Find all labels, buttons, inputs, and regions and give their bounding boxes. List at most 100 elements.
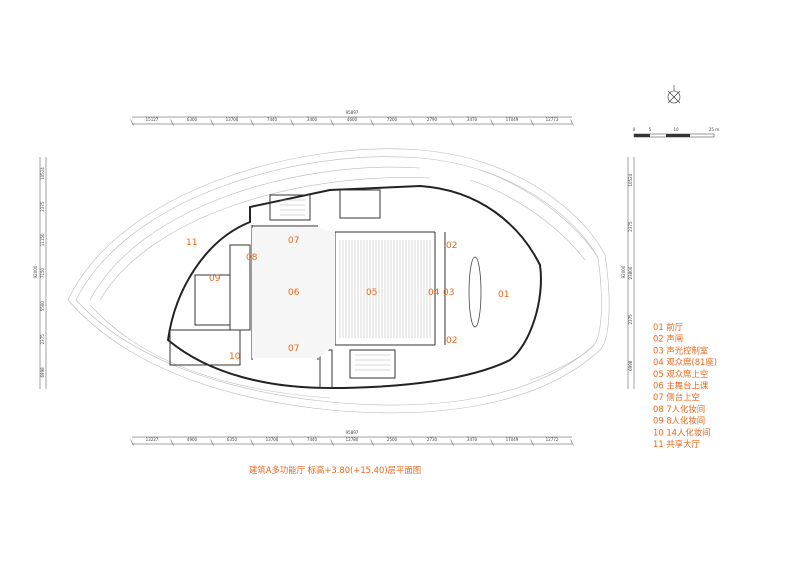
- dimension-segment: 3470: [467, 117, 478, 122]
- dimension-segment: 7200: [387, 117, 398, 122]
- scale-tick-5: 5: [649, 127, 652, 132]
- legend-item-06: 06 主舞台上课: [653, 381, 709, 391]
- plan-label-01: 01: [498, 290, 509, 300]
- plan-label-10: 10: [229, 352, 241, 362]
- dimension-segment: 6350: [227, 437, 238, 442]
- legend-item-02: 02 声闸: [653, 334, 683, 344]
- dimension-segment: 5500: [40, 301, 45, 312]
- dimension-segment: 13700: [266, 437, 279, 442]
- dimension-segment: 2790: [427, 117, 438, 122]
- dimension-segment: 2375: [40, 334, 45, 345]
- dimension-segment: 2375: [628, 221, 633, 232]
- left-dimension-segments: 10524 2375 11150 7150 5500 2375 6998: [40, 167, 45, 378]
- top-total-dimension: 95897: [346, 110, 359, 115]
- dimension-tick: [570, 119, 574, 126]
- dimension-segment: 6998: [40, 367, 45, 378]
- dimension-lines: [39, 116, 635, 445]
- plan-label-09: 09: [209, 274, 221, 284]
- legend-item-04: 04 观众席(81座): [653, 357, 717, 367]
- plan-label-04: 04: [428, 288, 440, 298]
- scale-tick-10: 10: [673, 127, 679, 132]
- legend-item-11: 11 共享大厅: [653, 439, 700, 449]
- scale-tick-0: 0: [633, 127, 636, 132]
- dimension-tick: [450, 119, 454, 126]
- dimension-segment: 2500: [387, 437, 398, 442]
- right-dimension-segments: 10524 2375 23800 2375 6998: [628, 173, 633, 371]
- dimension-tick: [330, 439, 334, 446]
- dimension-segment: 11150: [40, 233, 45, 246]
- dimension-tick: [130, 439, 134, 446]
- bottom-dimension-segments: 13227 4900 6350 13700 7440 12780 2500 2730 3470 1…: [146, 437, 559, 442]
- dimension-segment: 3470: [467, 437, 478, 442]
- dimension-tick: [290, 119, 294, 126]
- dimension-segment: 4900: [187, 437, 198, 442]
- dimension-segment: 12780: [346, 437, 359, 442]
- drawing-caption: 建筑A多功能厅 标高+3.80(+15.40)层平面图: [249, 465, 421, 475]
- dimension-segment: 3400: [307, 117, 318, 122]
- dimension-segment: 12773: [546, 117, 559, 122]
- dimension-segment: 10524: [40, 167, 45, 180]
- dimension-segment: 2375: [40, 201, 45, 212]
- dimension-tick: [370, 439, 374, 446]
- legend-item-09: 09 8人化妆间: [653, 416, 705, 426]
- legend-item-01: 01 前厅: [653, 322, 683, 332]
- dimension-tick: [410, 439, 414, 446]
- plan-label-06: 06: [288, 288, 300, 298]
- dimension-segment: 6300: [187, 117, 198, 122]
- dimension-tick: [410, 119, 414, 126]
- building-walls: [166, 184, 542, 390]
- dimension-segment: 6998: [628, 360, 633, 371]
- outer-shell: [67, 148, 610, 414]
- dimension-segment: 2730: [427, 437, 438, 442]
- dimension-tick: [370, 119, 374, 126]
- legend-item-07: 07 侧台上空: [653, 392, 700, 402]
- dimension-segment: 13227: [146, 437, 159, 442]
- stage-area: [252, 228, 335, 358]
- dimension-segment: 2375: [628, 314, 633, 325]
- plan-label-07-bottom: 07: [288, 344, 299, 354]
- bottom-total-dimension: 95897: [346, 430, 359, 435]
- dimension-tick: [570, 439, 574, 446]
- plan-label-11: 11: [186, 238, 197, 248]
- legend-item-03: 03 声光控制室: [653, 345, 708, 355]
- plan-label-03: 03: [443, 288, 454, 298]
- top-dimension-segments: 15127 6300 13700 7440 3400 4600 7200 2790 3470 17…: [146, 117, 559, 122]
- legend-item-10: 10 14人化妆间: [653, 427, 710, 437]
- north-arrow-icon: [667, 85, 681, 104]
- dimension-segment: 13700: [226, 117, 239, 122]
- dimension-segment: 4600: [347, 117, 358, 122]
- dimension-tick: [170, 119, 174, 126]
- dimension-tick: [490, 439, 494, 446]
- plan-label-07-top: 07: [288, 236, 299, 246]
- right-total-dimension: 92000: [621, 265, 626, 278]
- dimension-segment: 7150: [40, 267, 45, 278]
- left-total-dimension: 92000: [33, 265, 38, 278]
- dimension-segment: 10524: [628, 173, 633, 186]
- dimension-segment: 7440: [267, 117, 278, 122]
- dimension-tick: [530, 119, 534, 126]
- plan-label-08: 08: [246, 253, 258, 263]
- plan-label-05: 05: [366, 288, 377, 298]
- dimension-tick: [210, 439, 214, 446]
- dimension-segment: 17049: [506, 117, 519, 122]
- dimension-tick: [130, 119, 134, 126]
- dimension-tick: [250, 119, 254, 126]
- scale-bar: 0 5 10 25 m: [633, 127, 719, 138]
- dimension-tick: [450, 439, 454, 446]
- dimension-segment: 7440: [307, 437, 318, 442]
- plan-label-02-bottom: 02: [446, 336, 457, 346]
- dimension-tick: [290, 439, 294, 446]
- dimension-segment: 17049: [506, 437, 519, 442]
- legend-item-08: 08 7人化妆间: [653, 404, 705, 414]
- dimension-tick: [250, 439, 254, 446]
- dimension-segment: 12772: [546, 437, 559, 442]
- plan-label-02-top: 02: [446, 241, 457, 251]
- stair-cores: [280, 199, 482, 371]
- dimension-segment: 15127: [146, 117, 159, 122]
- dimension-segment: 23800: [628, 266, 633, 279]
- dimension-tick: [210, 119, 214, 126]
- scale-tick-25: 25 m: [709, 127, 719, 132]
- dimension-tick: [170, 439, 174, 446]
